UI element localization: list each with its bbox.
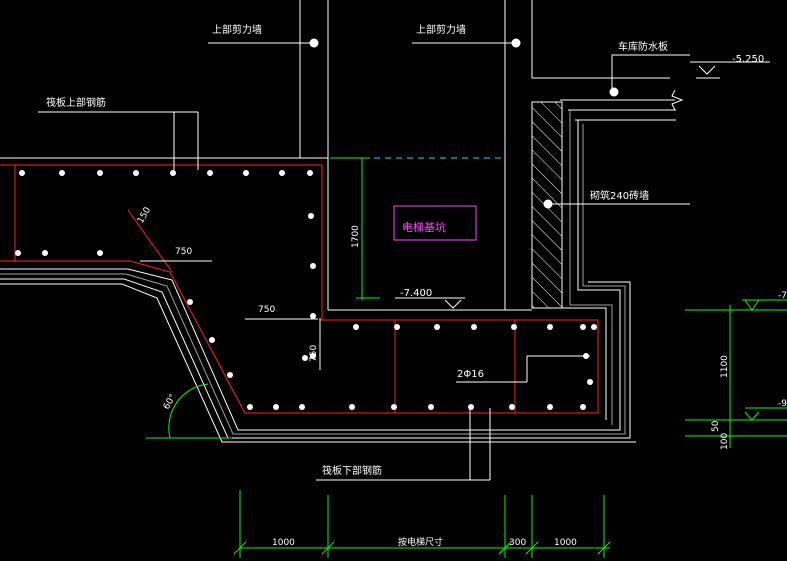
rebar-dots [15,170,597,410]
raft-top-rebar-label: 筏板上部钢筋 [46,96,106,109]
garage-waterproof-label: 车库防水板 [618,40,668,53]
rebar-dot [547,404,553,410]
rebar-2phi16-label: 2Φ16 [457,369,484,380]
dim-bottom-elevator-size: 按电梯尺寸 [398,536,443,548]
rebar-dot [247,404,253,410]
leader-lines [38,42,690,481]
rebar-dot [209,337,215,343]
rebar-dot [391,404,397,410]
rebar-dot [434,324,440,330]
raft-bottom-rebar-label: 筏板下部钢筋 [322,464,382,477]
leader-dots [309,38,619,209]
rebar-dot [471,324,477,330]
dim-bottom-300: 300 [509,538,526,548]
rebar-dot [170,170,176,176]
rebar-dot [187,299,193,305]
elevator-pit-label: 电梯基坑 [402,220,446,234]
upper-shear-wall-left-label: 上部剪力墙 [212,23,262,36]
elevation-symbols [395,61,770,309]
rebar-dot [580,404,586,410]
rebar-dot [97,170,103,176]
rebar-dot [133,170,139,176]
dim-750-c: 750 [309,345,319,362]
rebar-dot [307,170,313,176]
rebar-dot [511,324,517,330]
dimension-lines [146,157,611,558]
dim-1100: 1100 [720,355,730,378]
elevation-pit-bottom: -7.400 [400,288,432,299]
dim-50: 50 [711,420,721,432]
angle-60-label: 60° [162,393,179,412]
rebar-dot [394,324,400,330]
rebar-dot [299,404,305,410]
rebar-dot [207,170,213,176]
rebar-dot [353,324,359,330]
rebar-dot [587,379,593,385]
elevation-edge-upper: -7 [778,291,787,301]
dim-100: 100 [720,433,730,450]
rebar-dot [468,404,474,410]
rebar-dot [509,404,515,410]
brick-wall-label: 砌筑240砖墙 [590,189,649,202]
rebar-dot [15,250,21,256]
dim-bottom-1000-right: 1000 [554,538,577,548]
rebar-dot [349,404,355,410]
waterproof-board-lines [560,89,684,121]
rebar-dot [428,404,434,410]
rebar-dot [19,170,25,176]
rebar-dot [59,170,65,176]
rebar-dot [591,324,597,330]
rebar-dot [97,250,103,256]
rebar-dot [227,372,233,378]
elevator-pit-box [393,205,477,241]
rebar-lines [0,164,599,414]
upper-shear-wall-right-label: 上部剪力墙 [416,23,466,36]
rebar-dot [42,250,48,256]
rebar-dot [308,213,314,219]
rebar-dot [273,404,279,410]
rebar-dot [547,324,553,330]
dim-bottom-1000-left: 1000 [272,538,295,548]
dim-white-lines [140,260,321,370]
dim-750-b: 750 [258,305,275,315]
dim-150: 150 [136,205,153,225]
right-edge-elevations [685,299,787,448]
raft-outline [0,102,675,443]
rebar-dot [310,263,316,269]
rebar-dot [580,324,586,330]
rebar-dot [243,170,249,176]
rebar-dot [310,313,316,319]
dim-750-a: 750 [175,247,192,257]
elevation-top-right: -5.250 [732,54,764,65]
rebar-dot [310,353,316,359]
upper-shear-walls [299,0,670,310]
elevation-edge-lower: -9 [778,399,787,409]
dim-1700: 1700 [351,225,361,248]
rebar-dot [279,170,285,176]
rebar-dot [302,355,308,361]
